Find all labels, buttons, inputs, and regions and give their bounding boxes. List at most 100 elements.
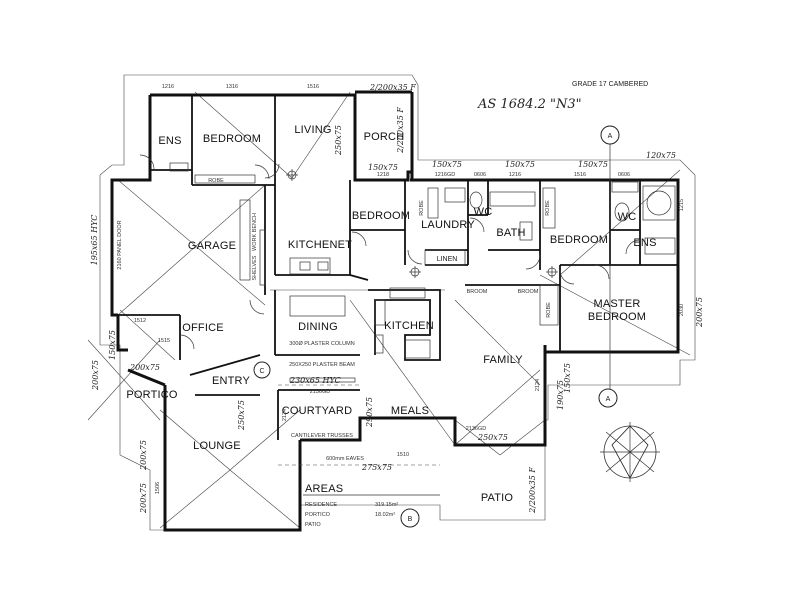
dim-2124b: 2124 [535, 379, 541, 391]
dim-1216: 1216 [162, 84, 174, 90]
dim-1215: 1215 [679, 199, 685, 211]
fixture-labels: ROBE ROBE ROBE ROBE BROOM BROOM WORK BEN… [117, 178, 552, 462]
beam-portico-2: 200x75 [129, 363, 160, 372]
dimension-labels: 1216 1316 1516 1218 1216GD 0606 1216 151… [134, 84, 685, 494]
room-entry: ENTRY [212, 375, 251, 387]
room-bedroom-mid: BEDROOM [352, 210, 410, 222]
areas-row-name: RESIDENCE [305, 502, 337, 508]
section-markers: A A B C [253, 125, 620, 528]
beam-porch: 250x75 [334, 125, 343, 156]
dim-1516c: 1516 [574, 172, 586, 178]
label-plaster-column: 300Ø PLASTER COLUMN [289, 341, 354, 347]
section-c-label: C [259, 368, 264, 375]
room-meals: MEALS [391, 405, 429, 417]
section-marker-a-top [600, 125, 620, 145]
beam-top: 2/200x35 F [369, 83, 416, 92]
room-portico: PORTICO [126, 389, 178, 401]
room-patio: PATIO [481, 492, 514, 504]
room-ens-left: ENS [158, 135, 181, 147]
room-courtyard: COURTYARD [282, 405, 352, 417]
dim-1512: 1512 [134, 318, 146, 324]
door-swings [139, 154, 641, 350]
dim-1515: 1515 [158, 338, 170, 344]
beam-portico: 200x75 [91, 360, 100, 391]
dim-1216b: 1216 [509, 172, 521, 178]
section-b-label: B [408, 516, 413, 523]
room-garage: GARAGE [188, 240, 236, 252]
room-lounge: LOUNGE [193, 440, 241, 452]
beam-120x75: 120x75 [646, 151, 676, 160]
room-kitchen: KITCHEN [384, 320, 434, 332]
room-linen: LINEN [437, 256, 458, 263]
beam-porch-2: 2/200x35 F [396, 107, 405, 154]
label-robe-4: ROBE [546, 302, 552, 318]
dim-1216gd: 1216GD [435, 172, 456, 178]
beam-150x75-c: 150x75 [505, 160, 535, 169]
room-porch: PORCH [364, 131, 405, 143]
dim-1218: 1218 [377, 172, 389, 178]
section-a-top-label: A [608, 133, 613, 140]
label-work-bench: WORK BENCH [252, 213, 258, 251]
areas-table: AREAS RESIDENCE 319.15m² PORTICO 18.02m²… [303, 483, 440, 528]
label-broom-2: BROOM [518, 289, 539, 295]
beam-200x75-right: 200x75 [695, 297, 704, 328]
room-bedroom-right: BEDROOM [550, 234, 608, 246]
fixtures [169, 162, 676, 466]
room-family: FAMILY [483, 354, 523, 366]
label-robe-3: ROBE [545, 200, 551, 216]
dim-2124: 2124 [282, 409, 288, 421]
dim-1516: 1516 [307, 84, 319, 90]
beam-lounge: 200x75 [139, 440, 148, 471]
beam-annotations: 2/200x35 F 250x75 2/200x35 F 150x75 150x… [90, 83, 704, 514]
dim-2136gd: 2136GD [310, 389, 331, 395]
room-master-line1: MASTER [593, 298, 640, 310]
room-wc-right: WC [618, 211, 637, 223]
areas-row-value: 319.15m² [375, 502, 398, 508]
compass-icon [600, 422, 660, 482]
areas-row-name: PORTICO [305, 512, 331, 518]
room-bedroom-top: BEDROOM [203, 133, 261, 145]
label-plaster-beam: 250X250 PLASTER BEAM [289, 362, 355, 368]
label-shelves: SHELVES [252, 255, 258, 280]
beam-meals: 250x75 [477, 433, 508, 442]
section-a-bottom-label: A [606, 396, 611, 403]
beam-150x75-b: 150x75 [432, 160, 462, 169]
label-panel-door: 2160 PANEL DOOR [117, 220, 123, 269]
beam-lounge-2: 200x75 [139, 483, 148, 514]
room-dining: DINING [298, 321, 338, 333]
section-marker-b [400, 508, 420, 528]
room-labels: ENS BEDROOM LIVING PORCH BEDROOM LAUNDRY… [126, 124, 656, 504]
dim-2136gdb: 2136GD [466, 426, 487, 432]
beam-courtyard: 230x65 HYC [289, 376, 341, 385]
beam-250x75: 250x75 [237, 400, 246, 431]
dim-1510: 1510 [397, 452, 409, 458]
beam-family: 190x75 [556, 380, 565, 410]
areas-title: AREAS [305, 483, 343, 495]
beam-entry: 150x75 [108, 330, 117, 360]
room-wc-mid: WC [474, 206, 493, 218]
room-kitchenet: KITCHENET [288, 239, 352, 251]
dim-1316: 1316 [226, 84, 238, 90]
room-laundry: LAUNDRY [421, 219, 475, 231]
roof-outline [87, 74, 696, 531]
grade-note: GRADE 17 CAMBERED [572, 81, 648, 88]
section-marker-c [253, 361, 271, 379]
beam-family-2: 150x75 [563, 363, 572, 393]
label-robe-1: ROBE [208, 178, 224, 184]
areas-row-name: PATIO [305, 522, 321, 528]
external-walls [110, 90, 680, 532]
dim-2030: 2030 [679, 304, 685, 316]
beam-patio: 2/200x35 F [528, 467, 537, 514]
room-ens-right: ENS [633, 237, 656, 249]
beam-150x75-a: 150x75 [368, 163, 398, 172]
room-living: LIVING [294, 124, 331, 136]
light-fittings [286, 169, 558, 278]
section-marker-a-bottom [598, 388, 618, 408]
beam-garage: 195x65 HYC [90, 215, 99, 266]
room-bath: BATH [496, 227, 525, 239]
label-robe-2: ROBE [419, 200, 425, 216]
dim-0606: 0606 [474, 172, 486, 178]
areas-row-value: 18.02m² [375, 512, 395, 518]
standard-note: AS 1684.2 "N3" [477, 97, 582, 112]
